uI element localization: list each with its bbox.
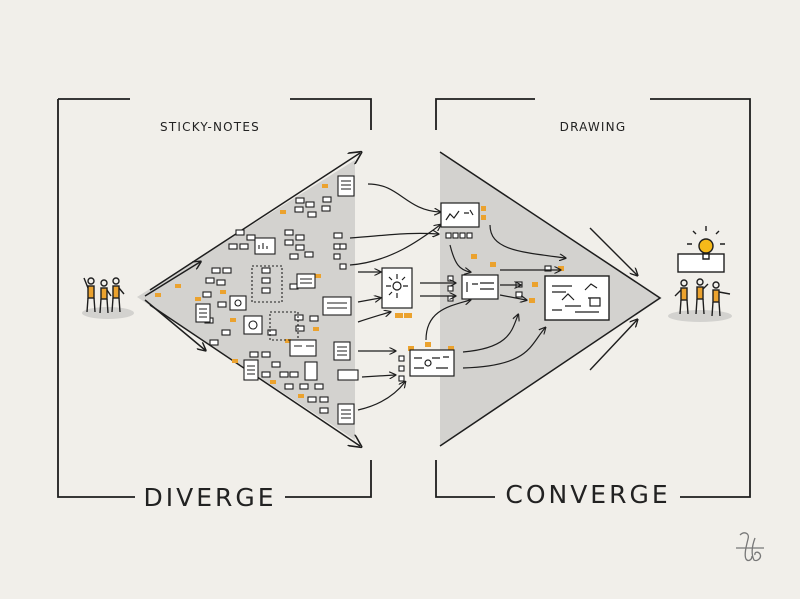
sticky-notes-label: STICKY-NOTES bbox=[160, 120, 260, 134]
drawing-card-top bbox=[441, 203, 479, 227]
diverge-caption: DIVERGE bbox=[143, 483, 276, 512]
final-drawing-board bbox=[545, 276, 609, 320]
team-left-icon bbox=[82, 278, 134, 319]
drawing-card-flow bbox=[410, 350, 454, 376]
drawing-card-figures bbox=[462, 275, 498, 299]
drawing-card-sun bbox=[382, 268, 412, 308]
converge-caption: CONVERGE bbox=[505, 480, 670, 509]
drawing-label: DRAWING bbox=[560, 120, 627, 134]
signature-logo bbox=[736, 533, 764, 561]
idea-board bbox=[678, 254, 724, 272]
team-right-icon bbox=[668, 226, 732, 322]
